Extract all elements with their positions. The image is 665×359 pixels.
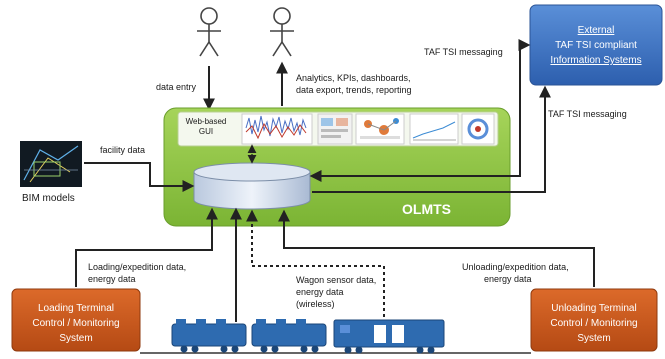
unloading-line3: System [577, 333, 610, 344]
wagon-sensor-dotted-line [246, 209, 385, 320]
loading-label-line1: Loading/expedition data, [88, 262, 186, 272]
wagon-label-line2: energy data [296, 287, 344, 297]
gui-label-line2: GUI [199, 127, 213, 136]
unloading-label-line1: Unloading/expedition data, [462, 262, 569, 272]
unloading-line2: Control / Monitoring [550, 318, 637, 329]
unloading-terminal-box [530, 288, 658, 352]
analytics-label-line2: data export, trends, reporting [296, 85, 412, 95]
external-line1: External [578, 25, 615, 36]
analytics-label-line1: Analytics, KPIs, dashboards, [296, 73, 411, 83]
actor-left-icon [197, 7, 221, 57]
external-line3: Information Systems [550, 55, 641, 66]
loading-line2: Control / Monitoring [32, 318, 119, 329]
olmts-title: OLMTS [402, 201, 451, 217]
facility-data-label: facility data [100, 145, 145, 155]
loading-line1: Loading Terminal [38, 303, 114, 314]
gui-thumb-dashboard [317, 113, 353, 145]
taf-arrow-top [309, 39, 531, 182]
loading-data-arrow [75, 207, 218, 287]
loading-label-line2: energy data [88, 274, 136, 284]
loading-terminal-box [11, 288, 141, 352]
gui-thumb-chart [241, 113, 313, 145]
taf-arrow-bottom [312, 85, 551, 193]
data-entry-label: data entry [156, 82, 197, 92]
actor-right-icon [270, 7, 294, 57]
unloading-line1: Unloading Terminal [551, 303, 636, 314]
wagon-label-line3: (wireless) [296, 299, 335, 309]
box-wagon [333, 319, 445, 354]
bim-label: BIM models [22, 193, 75, 204]
external-line2: TAF TSI compliant [555, 40, 637, 51]
hopper-wagon-2 [251, 319, 327, 353]
gui-thumb-trend [409, 113, 459, 145]
hopper-wagon-1 [171, 319, 247, 353]
gui-label-line1: Web-based [186, 117, 227, 126]
gui-thumb-gauge [461, 113, 495, 145]
database-icon [193, 162, 311, 210]
wagon-label-line1: Wagon sensor data, [296, 275, 376, 285]
facility-data-arrow [84, 162, 195, 192]
loading-line3: System [59, 333, 92, 344]
taf-right-label: TAF TSI messaging [548, 109, 627, 119]
gui-thumb-flow [355, 113, 405, 145]
bim-model-image [20, 141, 82, 187]
unloading-data-arrow [278, 209, 595, 287]
unloading-label-line2: energy data [484, 274, 532, 284]
taf-top-label: TAF TSI messaging [424, 47, 503, 57]
